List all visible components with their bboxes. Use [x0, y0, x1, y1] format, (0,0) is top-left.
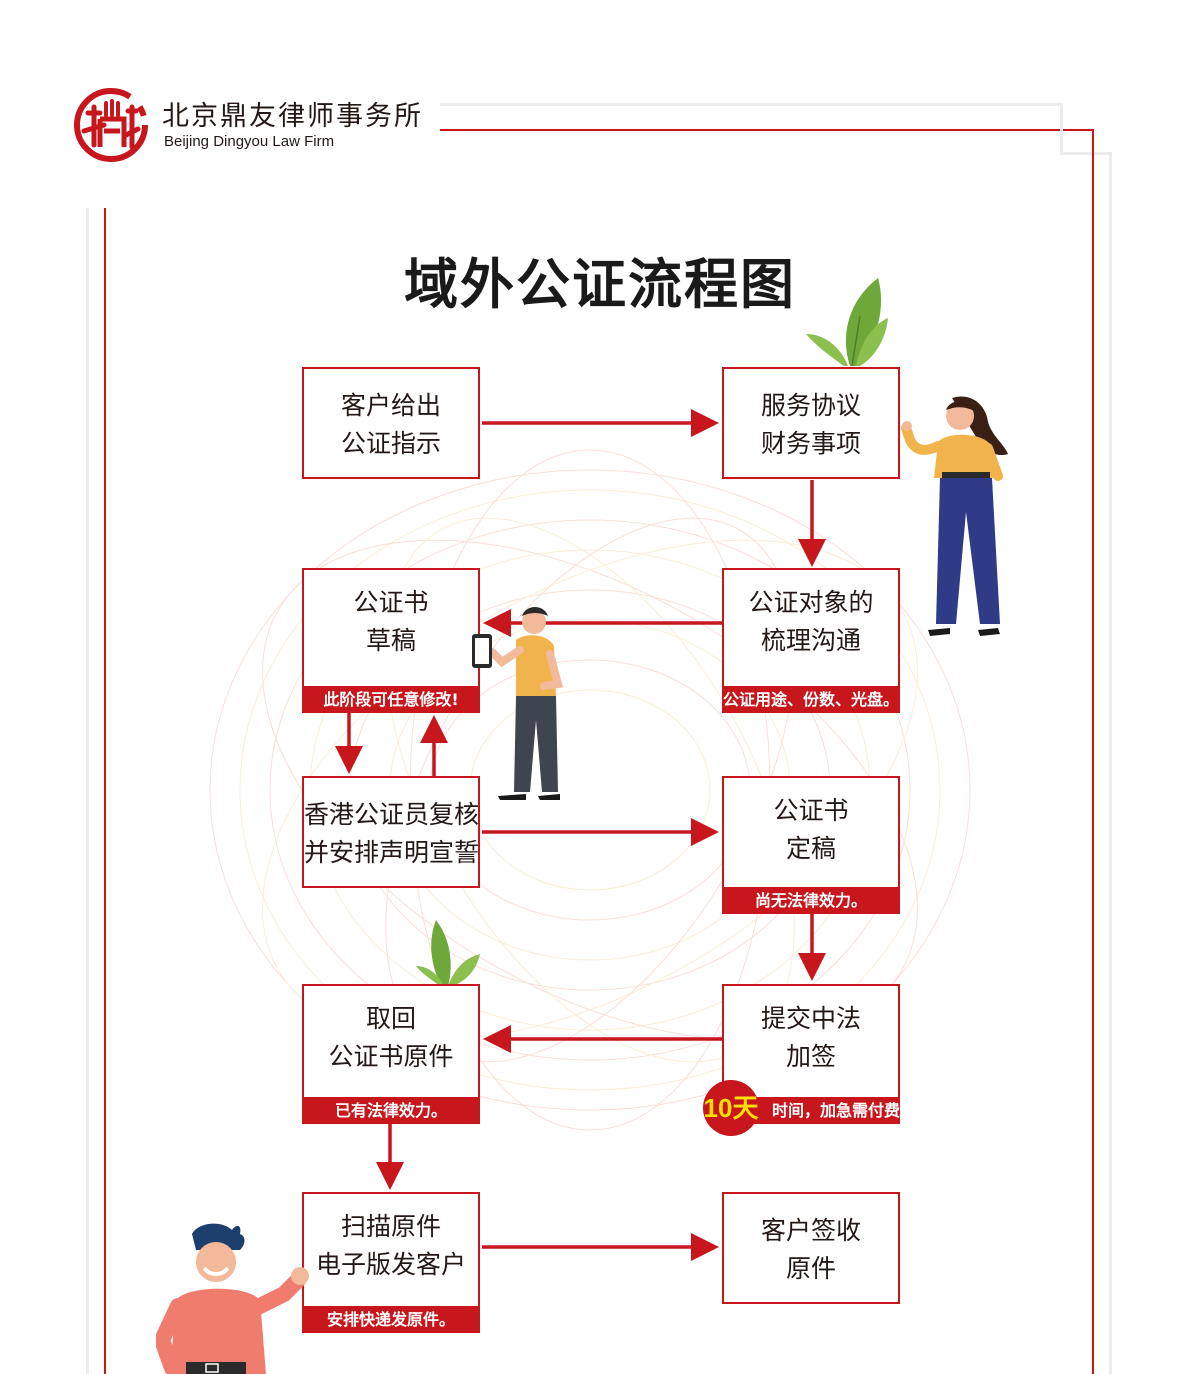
- frame-top-shadow: [440, 103, 1062, 106]
- step-label: 公证书 草稿: [353, 588, 429, 655]
- step-label: 客户给出 公证指示: [340, 391, 441, 458]
- step-note: 安排快递发原件。: [302, 1306, 480, 1333]
- step-box-3: 公证书 草稿 此阶段可任意修改!: [302, 568, 480, 713]
- step-label: 香港公证员复核 并安排声明宣誓: [304, 800, 480, 867]
- man-with-phone-illustration: [472, 607, 564, 800]
- brand-name-en: Beijing Dingyou Law Firm: [164, 133, 335, 150]
- step-note: 此阶段可任意修改!: [302, 686, 480, 713]
- brand-name-cn: 北京鼎友律师事务所: [162, 101, 423, 132]
- step-label: 公证书 定稿: [773, 796, 849, 863]
- frame-left-shadow: [86, 208, 89, 1374]
- step-box-9: 扫描原件 电子版发客户 安排快递发原件。: [302, 1192, 480, 1333]
- law-firm-logo-icon: [74, 88, 148, 162]
- step-box-2: 服务协议 财务事项: [722, 367, 900, 479]
- duration-badge: 10天: [703, 1080, 759, 1136]
- step-box-6: 公证书 定稿 尚无法律效力。: [722, 776, 900, 914]
- step-label: 公证对象的 梳理沟通: [748, 588, 874, 655]
- step-box-1: 客户给出 公证指示: [302, 367, 480, 479]
- step-note: 尚无法律效力。: [722, 887, 900, 914]
- step-box-5: 香港公证员复核 并安排声明宣誓: [302, 776, 480, 888]
- step-note: 公证用途、份数、光盘。: [722, 686, 900, 713]
- woman-pointing-illustration: [901, 396, 1008, 636]
- step-note: 已有法律效力。: [302, 1097, 480, 1124]
- step-box-7: 取回 公证书原件 已有法律效力。: [302, 984, 480, 1124]
- page-title: 域外公证流程图: [404, 253, 796, 316]
- frame-top-line: [440, 129, 1094, 131]
- step-label: 扫描原件 电子版发客户: [315, 1212, 466, 1279]
- step-label: 服务协议 财务事项: [760, 391, 861, 458]
- step-box-10: 客户签收 原件: [722, 1192, 900, 1304]
- step-label: 提交中法 加签: [760, 1004, 861, 1071]
- frame-right-shadow: [1060, 103, 1063, 155]
- step-label: 取回 公证书原件: [328, 1004, 454, 1071]
- leaf-plant-icon: [806, 278, 888, 367]
- frame-right-line: [1092, 129, 1094, 1374]
- frame-right-shadow-v: [1109, 152, 1112, 1374]
- step-box-4: 公证对象的 梳理沟通 公证用途、份数、光盘。: [722, 568, 900, 713]
- man-waving-illustration: [156, 1223, 309, 1374]
- frame-left-line: [104, 208, 106, 1374]
- frame-right-shadow-h: [1060, 152, 1112, 155]
- step-label: 客户签收 原件: [760, 1216, 861, 1283]
- leaf-plant-icon: [416, 920, 480, 986]
